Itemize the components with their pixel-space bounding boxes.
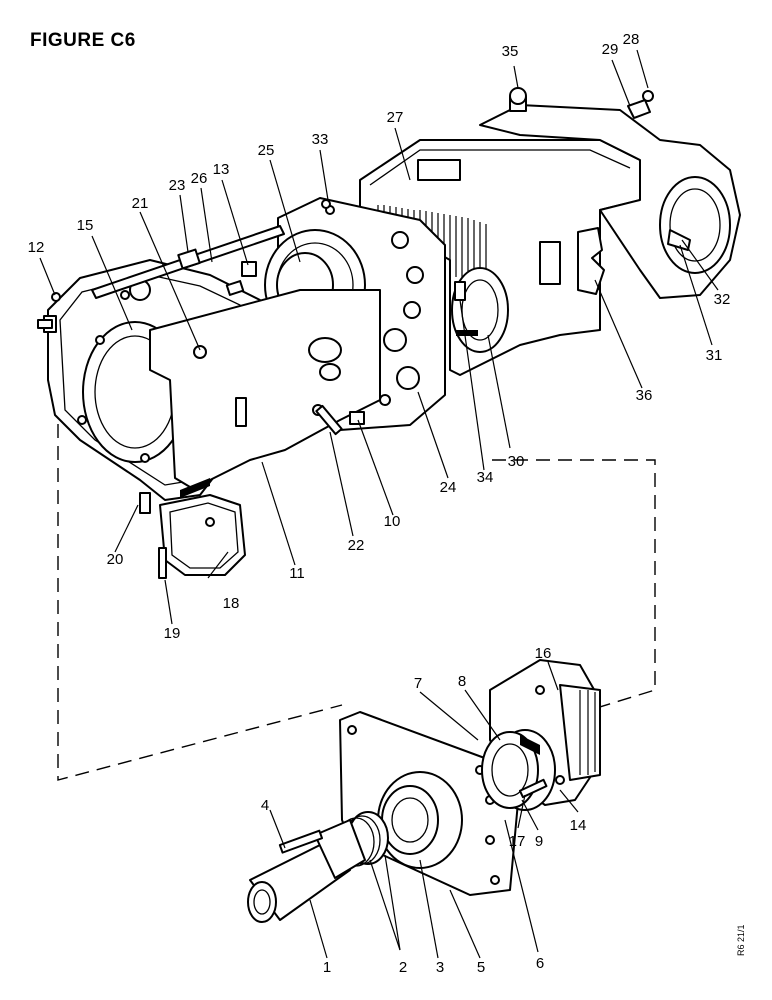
callout-1: 1 [323,959,331,976]
exploded-view-outline [57,380,656,781]
callout-17: 17 [509,833,526,850]
callout-12: 12 [28,239,45,256]
callout-18: 18 [223,595,240,612]
callout-30: 30 [508,453,525,470]
top-cover-plate [149,289,381,498]
axle-housing [479,87,741,299]
callout-19: 19 [164,625,181,642]
callout-21: 21 [132,195,149,212]
callout-24: 24 [440,479,457,496]
callout-6: 6 [536,955,544,972]
callout-31: 31 [706,347,723,364]
callout-35: 35 [502,43,519,60]
figure-title: FIGURE C6 [30,30,136,51]
shift-rail [91,225,285,299]
callout-4: 4 [261,797,269,814]
callout-15: 15 [77,217,94,234]
callout-3: 3 [436,959,444,976]
callout-9: 9 [535,833,543,850]
callout-32: 32 [714,291,731,308]
callout-20: 20 [107,551,124,568]
callout-2: 2 [399,959,407,976]
leader-lines [39,49,719,959]
callout-25: 25 [258,142,275,159]
callout-10: 10 [384,513,401,530]
callout-7: 7 [414,675,422,692]
clutch-shaft-assembly [247,659,601,923]
callout-14: 14 [570,817,587,834]
callout-16: 16 [535,645,552,662]
callout-33: 33 [312,131,329,148]
callout-13: 13 [213,161,230,178]
callout-27: 27 [387,109,404,126]
callout-23: 23 [169,177,186,194]
callout-22: 22 [348,537,365,554]
callout-5: 5 [477,959,485,976]
callout-labels: 1 2 3 4 5 6 7 8 9 10 11 12 13 14 15 16 1… [28,31,731,976]
callout-28: 28 [623,31,640,48]
callout-11: 11 [289,565,305,582]
bottom-cover [159,494,246,576]
callout-34: 34 [477,469,494,486]
drawing-reference: R6 21/1 [736,924,746,956]
callout-26: 26 [191,170,208,187]
callout-36: 36 [636,387,653,404]
callout-29: 29 [602,41,619,58]
callout-8: 8 [458,673,466,690]
